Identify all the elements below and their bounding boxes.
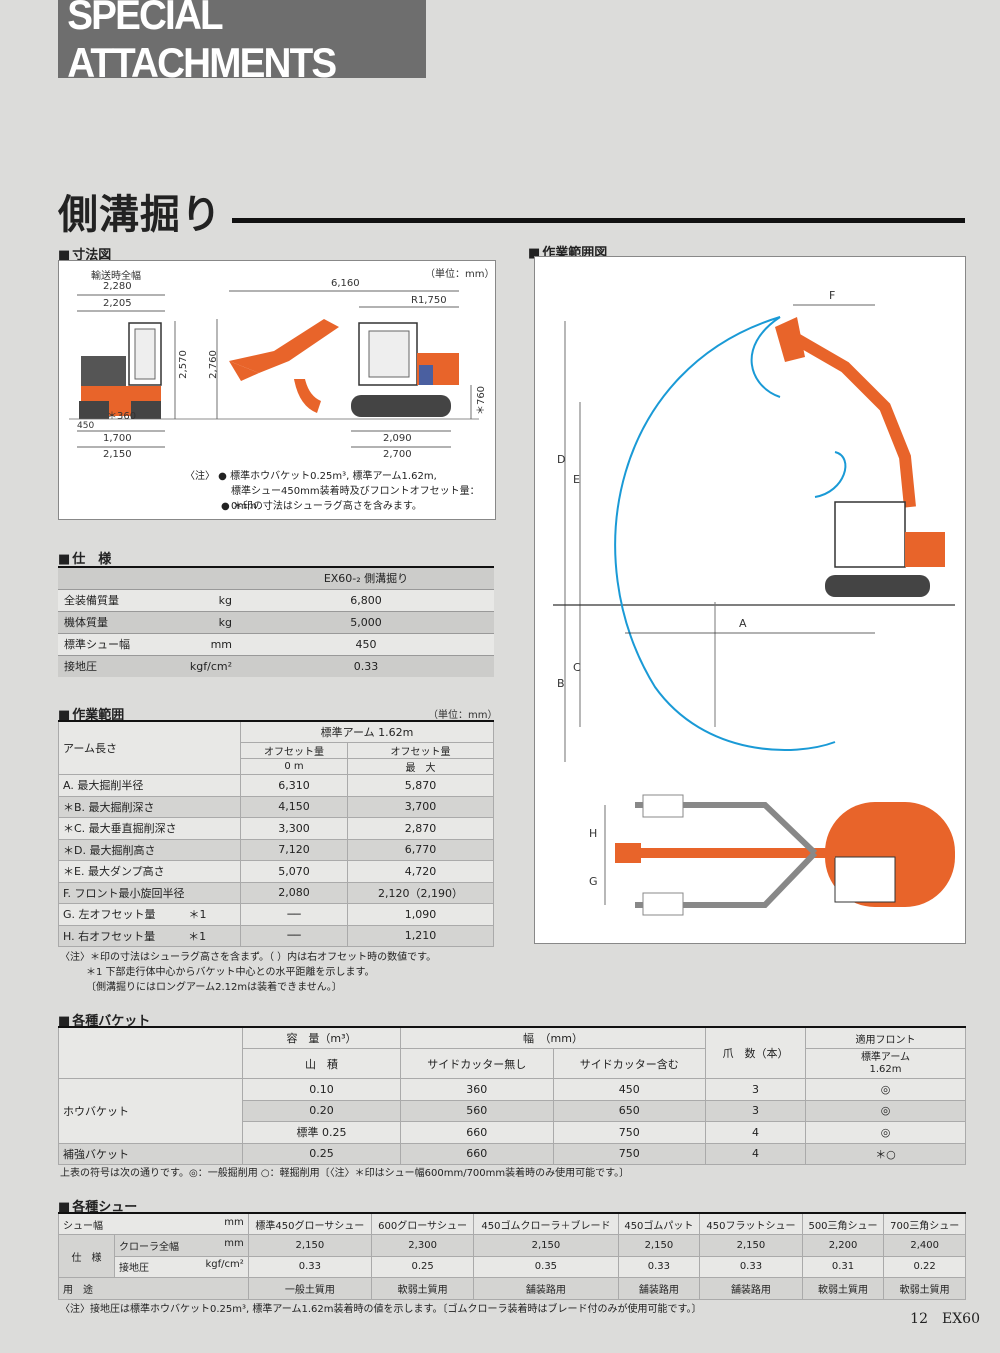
letter-f: F — [829, 289, 836, 302]
dimensions-note-3: ● ＊印の寸法はシューラグ高さを含みます。 — [221, 501, 422, 512]
label-760: ＊760 — [476, 385, 488, 416]
work-range-heading: 作業範囲 — [58, 704, 124, 723]
label-2570: 2,570 — [177, 350, 189, 379]
letter-e: E — [573, 473, 580, 486]
dimensions-heading: 寸法図 — [58, 244, 111, 263]
shoes-heading: 各種シュー — [58, 1196, 137, 1215]
label-2090: 2,090 — [383, 433, 412, 444]
page-title: 側溝掘り — [58, 192, 222, 238]
work-range-note-2: ＊1 下部走行体中心からバケット中心との水平距離を示します。 — [86, 967, 375, 978]
buckets-heading: 各種バケット — [58, 1010, 150, 1029]
specs-column-header: EX60-₂ 側溝掘り — [238, 566, 494, 589]
buckets-note: 上表の符号は次の通りです。◎：一般掘削用 ○：軽掘削用〔〈注〉＊印はシュー幅60… — [60, 1168, 630, 1179]
dimensions-note-2: 標準シュー450mm装着時及びフロントオフセット量：0mm — [231, 486, 480, 512]
letter-g: G — [589, 875, 598, 888]
table-row: H. 右オフセット量 ＊1──1,210 — [58, 924, 494, 947]
dimensions-note-1: 〈注〉 ● 標準ホウバケット0.25m³, 標準アーム1.62m, — [185, 471, 437, 482]
label-2205: 2,205 — [103, 298, 132, 309]
letter-d: D — [557, 453, 566, 466]
dimensions-panel: （単位：mm） 輸送時全幅 2,280 2,205 6,160 R1,750 2… — [58, 260, 496, 520]
buckets-table: 容 量（m³） 幅 （mm） 爪 数（本） 適用フロント 山 積 サイドカッター… — [58, 1026, 966, 1165]
label-2700: 2,700 — [383, 449, 412, 460]
range-diagram-panel: F D E A C B H G — [534, 256, 966, 944]
work-range-table: アーム長さ 標準アーム 1.62m オフセット量 オフセット量 0 m 最 大 … — [58, 720, 494, 947]
title-rule — [232, 218, 965, 223]
label-2280: 2,280 — [103, 281, 132, 292]
page-number: 12 EX60 — [910, 1311, 980, 1327]
letter-c: C — [573, 661, 581, 674]
letter-b: B — [557, 677, 565, 690]
work-range-unit: （単位：mm） — [428, 710, 498, 721]
letter-h: H — [589, 827, 598, 840]
dimension-drawing — [69, 290, 479, 448]
label-2150: 2,150 — [103, 449, 132, 460]
label-r1750: R1,750 — [411, 295, 447, 306]
table-row: G. 左オフセット量 ＊1──1,090 — [58, 903, 494, 926]
work-range-note-1: 〈注〉＊印の寸法はシューラグ高さを含まず。（ ）内は右オフセット時の数値です。 — [60, 952, 437, 963]
dimensions-unit: （単位：mm） — [425, 269, 495, 280]
label-450: 450 — [77, 421, 95, 431]
work-range-note-3: 〔側溝掘りにはロングアーム2.12mは装着できません。〕 — [86, 982, 342, 993]
range-drawing — [553, 304, 955, 916]
banner-title: SPECIAL ATTACHMENTS — [58, 0, 426, 86]
specs-heading: 仕 様 — [58, 548, 111, 567]
label-6160: 6,160 — [331, 278, 360, 289]
shoes-note: 〈注〉接地圧は標準ホウバケット0.25m³, 標準アーム1.62m装着時の値を示… — [60, 1304, 702, 1315]
label-1700: 1,700 — [103, 433, 132, 444]
label-2760: 2,760 — [207, 350, 219, 379]
label-360: ＊360 — [107, 411, 137, 422]
table-row: 用 途 一般土質用軟弱土質用舗装路用舗装路用舗装路用軟弱土質用軟弱土質用 — [58, 1277, 966, 1300]
letter-a: A — [739, 617, 747, 630]
label-transport-width: 輸送時全幅 — [91, 271, 141, 282]
